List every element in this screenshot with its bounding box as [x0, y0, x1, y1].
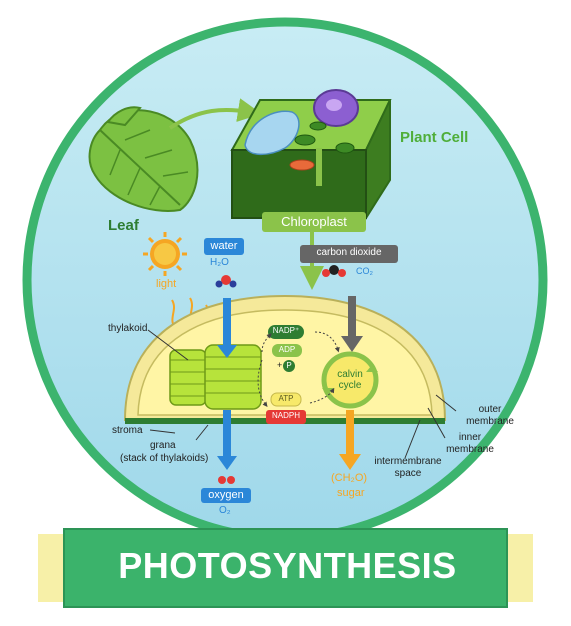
co2-formula: CO₂	[356, 266, 373, 276]
h2o-molecule-icon	[215, 275, 237, 288]
nadph-pill	[266, 410, 306, 424]
grana-note-label: (stack of thylakoids)	[120, 453, 209, 464]
leaf-label: Leaf	[108, 217, 139, 234]
sugar-label: sugar	[337, 487, 365, 499]
o2-molecule-icon	[218, 476, 235, 484]
grana-stacks	[169, 344, 262, 410]
sugar-formula: (CH₂O)	[331, 472, 368, 484]
atp-pill	[270, 392, 302, 407]
carbon-dioxide-label: carbon dioxide	[316, 247, 382, 258]
pointer-lines	[147, 329, 457, 459]
calvin-cycle-label: calvin cycle	[337, 369, 363, 391]
oxygen-label-box	[201, 488, 251, 503]
water-label: water	[210, 240, 238, 252]
banner-panel: PHOTOSYNTHESIS	[63, 528, 508, 608]
sun-icon	[143, 232, 187, 276]
outer-membrane-label: outer membrane	[466, 404, 514, 427]
carbon-dioxide-label-box	[300, 245, 398, 263]
phosphate-pill	[283, 360, 295, 372]
plant-cell-icon	[230, 89, 392, 222]
nadp-plus-label: NADP⁺	[272, 326, 300, 335]
nadph-label: NADPH	[271, 411, 300, 420]
nadp-plus-pill	[268, 325, 304, 339]
plant-cell-label: Plant Cell	[400, 129, 469, 146]
oxygen-label: oxygen	[208, 489, 244, 501]
leaf-to-cell-arrow	[168, 98, 262, 130]
energy-cycle-arrows	[257, 331, 340, 407]
stroma-label: stroma	[112, 425, 143, 436]
chloroplast-label: Chloroplast	[281, 214, 347, 229]
phosphate-label: P	[286, 361, 292, 370]
water-formula: H₂O	[210, 257, 229, 268]
chloroplast-label-box	[262, 212, 366, 232]
light-label: light	[156, 278, 177, 290]
page-title: PHOTOSYNTHESIS	[118, 545, 457, 586]
adp-label: ADP	[278, 345, 296, 354]
inner-membrane-label: inner membrane	[446, 432, 494, 455]
leaf-icon	[88, 106, 199, 212]
title-banner: PHOTOSYNTHESIS	[38, 528, 533, 608]
oxygen-formula: O₂	[219, 505, 231, 516]
intermembrane-space-label: intermembrane space	[374, 456, 442, 479]
co2-molecule-icon	[322, 265, 346, 277]
atp-label: ATP	[278, 394, 294, 403]
water-label-box	[204, 238, 244, 255]
phosphate-plus: +	[277, 360, 283, 370]
thylakoid-label: thylakoid	[108, 323, 148, 334]
grana-label: grana	[150, 440, 176, 451]
adp-pill	[272, 344, 302, 357]
